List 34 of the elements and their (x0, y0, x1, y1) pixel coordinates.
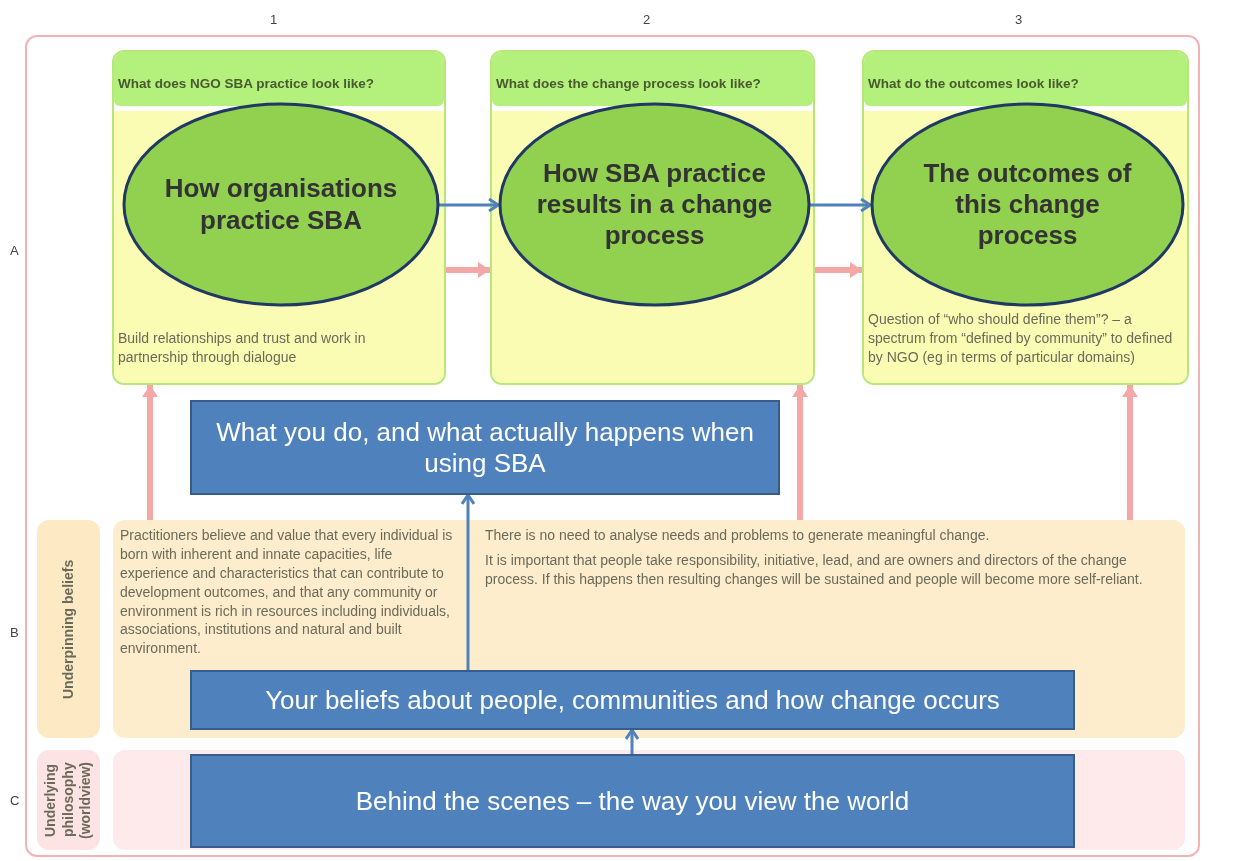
column-number: 2 (643, 12, 651, 27)
row-heading: Underlying philosophy (worldview) (37, 750, 100, 850)
oval-title: How SBA practice results in a change process (535, 157, 774, 252)
arrow (1122, 385, 1138, 520)
arrow (446, 262, 490, 278)
banner: Behind the scenes – the way you view the world (190, 754, 1075, 848)
arrow (624, 728, 640, 754)
card-heading: What do the outcomes look like? (864, 52, 1187, 106)
row-letter: C (10, 793, 20, 808)
column-card (490, 50, 815, 385)
row-letter: B (10, 625, 19, 640)
row-letter: A (10, 243, 19, 258)
card-background (113, 750, 1185, 850)
arrow (792, 385, 808, 520)
row-heading: Underpinning beliefs (37, 520, 100, 738)
body-text: It is important that people take responsibility, initiative, lead, and are owners and directors of the change process. If this happens then resulting changes will be sustained and people will become more self-reliant. (485, 550, 1144, 589)
body-text: Build relationships and trust and work in partnership through dialogue (118, 329, 367, 367)
column-number: 3 (1015, 12, 1023, 27)
arrow (142, 385, 158, 520)
column-card (112, 50, 446, 385)
banner: What you do, and what actually happens when using SBA (190, 400, 780, 495)
arrow (815, 262, 862, 278)
oval-title: The outcomes of this change process (922, 157, 1133, 252)
body-text: Practitioners believe and value that every individual is born with inherent and innate capacities, life experience and characteristics that can contribute to development outcomes, and that any community or environment is rich in resources including individuals, associations, institutions and natural and built environment. (120, 526, 454, 659)
card-heading: What does the change process look like? (492, 52, 813, 106)
column-number: 1 (270, 12, 278, 27)
text-panel (113, 520, 1185, 738)
banner: Your beliefs about people, communities and how change occurs (190, 670, 1075, 730)
body-text: Question of “who should define them”? – a spectrum from “defined by community” to defined by NGO (eg in terms of particular domains) (868, 310, 1174, 367)
body-text: There is no need to analyse needs and problems to generate meaningful change. (485, 526, 991, 545)
arrow (460, 493, 476, 670)
oval-title: How organisations practice SBA (163, 173, 399, 236)
column-card (862, 50, 1189, 385)
card-heading: What does NGO SBA practice look like? (114, 52, 444, 106)
